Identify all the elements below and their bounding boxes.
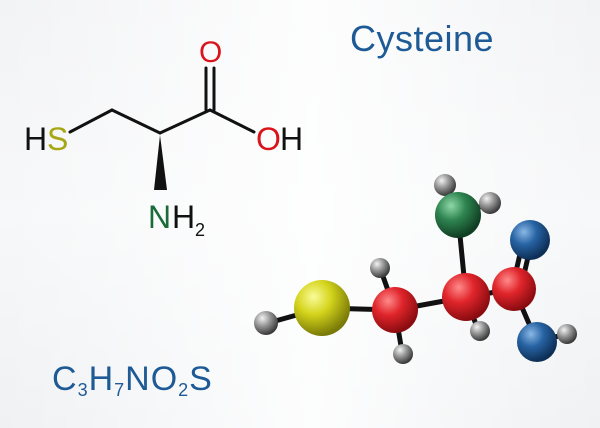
model-hydrogen-nh-1 bbox=[434, 174, 456, 196]
model-hydrogen-c1-top bbox=[370, 258, 390, 278]
model-sulfur bbox=[294, 280, 350, 336]
bond-s-ch2 bbox=[68, 108, 114, 134]
model-carbon-1 bbox=[372, 287, 418, 333]
bond-calpha-ccarboxyl bbox=[158, 108, 212, 135]
atom-sulfur: S bbox=[47, 121, 68, 157]
formula-carbon: C bbox=[52, 360, 78, 398]
model-oxygen-hydroxyl bbox=[517, 322, 557, 362]
formula-carbon-count: 3 bbox=[77, 380, 89, 400]
model-carbon-3 bbox=[492, 267, 536, 311]
atom-nitrogen: N bbox=[148, 199, 171, 235]
atom-h-thiol: H bbox=[24, 121, 47, 157]
bond-ch2-calpha bbox=[110, 108, 162, 135]
formula-nitrogen-oxygen: NO bbox=[125, 360, 179, 398]
molecular-formula: C3H7NO2S bbox=[52, 360, 213, 401]
formula-oxygen-count: 2 bbox=[178, 380, 190, 400]
model-hydrogen-c2 bbox=[470, 321, 490, 341]
model-carbon-2 bbox=[442, 273, 490, 321]
molecule-title: Cysteine bbox=[350, 18, 495, 59]
atom-h-amine: H bbox=[172, 199, 195, 235]
model-nitrogen bbox=[435, 192, 481, 238]
formula-hydrogen: H bbox=[88, 360, 115, 398]
ball-and-stick-model bbox=[254, 174, 577, 364]
wedge-bond-n bbox=[154, 135, 167, 190]
atom-oxygen-double: O bbox=[199, 36, 222, 69]
atom-h-hydroxyl: H bbox=[280, 121, 303, 157]
formula-sulfur: S bbox=[189, 360, 213, 398]
skeletal-formula: H S O O H N H 2 bbox=[24, 36, 303, 240]
atom-oxygen-hydroxyl: O bbox=[256, 121, 281, 157]
model-hydrogen-thiol bbox=[254, 311, 278, 335]
model-oxygen-double bbox=[510, 220, 550, 260]
formula-hydrogen-count: 7 bbox=[114, 380, 126, 400]
model-hydrogen-c1-bottom bbox=[393, 344, 413, 364]
model-hydrogen-hydroxyl bbox=[557, 324, 577, 344]
atom-h-amine-count: 2 bbox=[195, 220, 205, 240]
bond-c-oh bbox=[208, 108, 256, 134]
model-hydrogen-nh-2 bbox=[479, 192, 501, 214]
